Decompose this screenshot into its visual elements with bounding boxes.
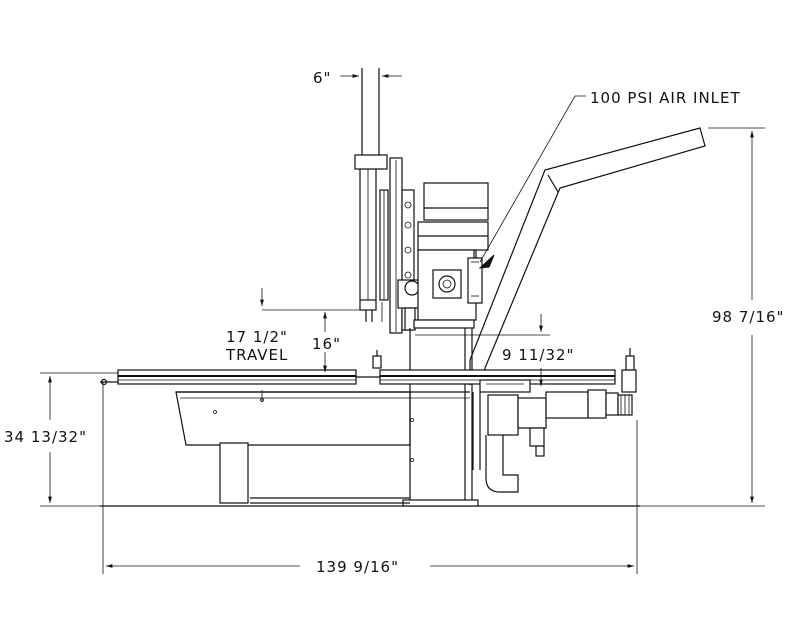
work-table bbox=[100, 348, 637, 393]
dimension-16in: 16" bbox=[312, 312, 341, 372]
table-height-label: 34 13/32" bbox=[4, 428, 87, 446]
valve-assembly bbox=[472, 379, 633, 493]
air-inlet-label: 100 PSI AIR INLET bbox=[590, 89, 741, 107]
vertical-column bbox=[354, 68, 389, 322]
machine-outline bbox=[100, 68, 706, 507]
dimension-6in-label: 6" bbox=[313, 69, 331, 87]
dimension-travel: 17 1/2" TRAVEL bbox=[225, 288, 360, 402]
overall-height-label: 98 7/16" bbox=[712, 308, 784, 326]
travel-word-label: TRAVEL bbox=[225, 346, 288, 364]
offset-9-label: 9 11/32" bbox=[502, 346, 574, 364]
carriage-plate bbox=[389, 157, 423, 334]
machine-pillar bbox=[402, 328, 479, 507]
dimension-overall-length: 139 9/16" bbox=[102, 382, 638, 576]
dimension-overall-height: 98 7/16" bbox=[540, 127, 784, 507]
base-cabinet bbox=[175, 391, 470, 504]
overall-length-label: 139 9/16" bbox=[316, 558, 399, 576]
dimension-9-11-32: 9 11/32" bbox=[415, 314, 574, 386]
callout-air-inlet: 100 PSI AIR INLET bbox=[479, 89, 741, 263]
stroke-16-label: 16" bbox=[312, 335, 341, 353]
dimension-table-height: 34 13/32" bbox=[4, 372, 118, 507]
spindle-motor bbox=[413, 182, 495, 329]
travel-value-label: 17 1/2" bbox=[226, 328, 288, 346]
dimension-6in: 6" bbox=[313, 69, 402, 87]
